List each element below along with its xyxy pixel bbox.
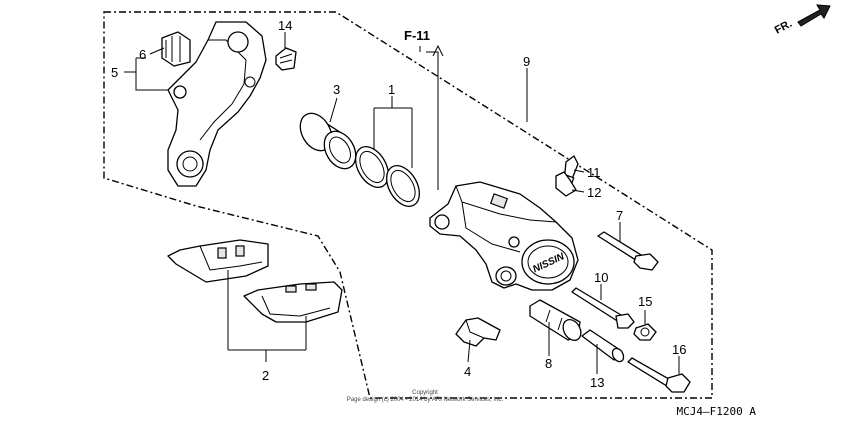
callout-15: 15 — [638, 294, 652, 309]
callout-10: 10 — [594, 270, 608, 285]
part-slide-pin — [571, 287, 635, 329]
callout-5: 5 — [111, 65, 118, 80]
copyright-line-1: Copyright — [412, 390, 438, 396]
leader-lines — [124, 32, 680, 374]
part-caliper-bracket — [167, 21, 267, 187]
front-direction-indicator: FR. — [773, 4, 831, 37]
part-caliper-body: NISSIN — [429, 181, 579, 291]
part-pad-spring — [455, 317, 501, 347]
part-caliper-bolt — [627, 357, 691, 393]
callout-9: 9 — [523, 54, 530, 69]
callout-14: 14 — [278, 18, 292, 33]
callout-1: 1 — [388, 82, 395, 97]
reference-f11: F-11 — [404, 28, 444, 190]
callout-4: 4 — [464, 364, 471, 379]
reference-label: F-11 — [404, 28, 430, 43]
copyright-notice: Copyright Page design (c) 2004 - 2014 by… — [347, 390, 504, 403]
part-boot — [275, 47, 297, 71]
arrow-icon — [797, 4, 831, 27]
callout-12: 12 — [587, 185, 601, 200]
part-pin-sleeve — [581, 329, 625, 363]
callout-7: 7 — [616, 208, 623, 223]
callout-2: 2 — [262, 368, 269, 383]
callout-6: 6 — [139, 47, 146, 62]
part-piston-seal-set — [354, 146, 421, 207]
copyright-line-2: Page design (c) 2004 - 2014 by ARI Netwo… — [347, 397, 504, 403]
part-brake-pad-set — [167, 239, 343, 323]
part-slide-pin-bolt — [633, 323, 657, 341]
callout-13: 13 — [590, 375, 604, 390]
callout-8: 8 — [545, 356, 552, 371]
part-piston — [299, 112, 357, 170]
callout-labels: 1 2 3 4 5 6 7 8 9 10 11 12 13 14 15 16 — [111, 18, 686, 390]
assembly-frame — [103, 11, 713, 399]
part-pad-pin — [597, 231, 659, 271]
part-pin-boot — [529, 299, 582, 341]
callout-16: 16 — [672, 342, 686, 357]
callout-11: 11 — [587, 165, 601, 180]
callout-3: 3 — [333, 82, 340, 97]
part-bracket-clip — [161, 31, 191, 67]
direction-label: FR. — [773, 18, 794, 37]
part-bleed-cap — [555, 171, 577, 197]
diagram-code: MCJ4—F1200 A — [677, 405, 757, 418]
